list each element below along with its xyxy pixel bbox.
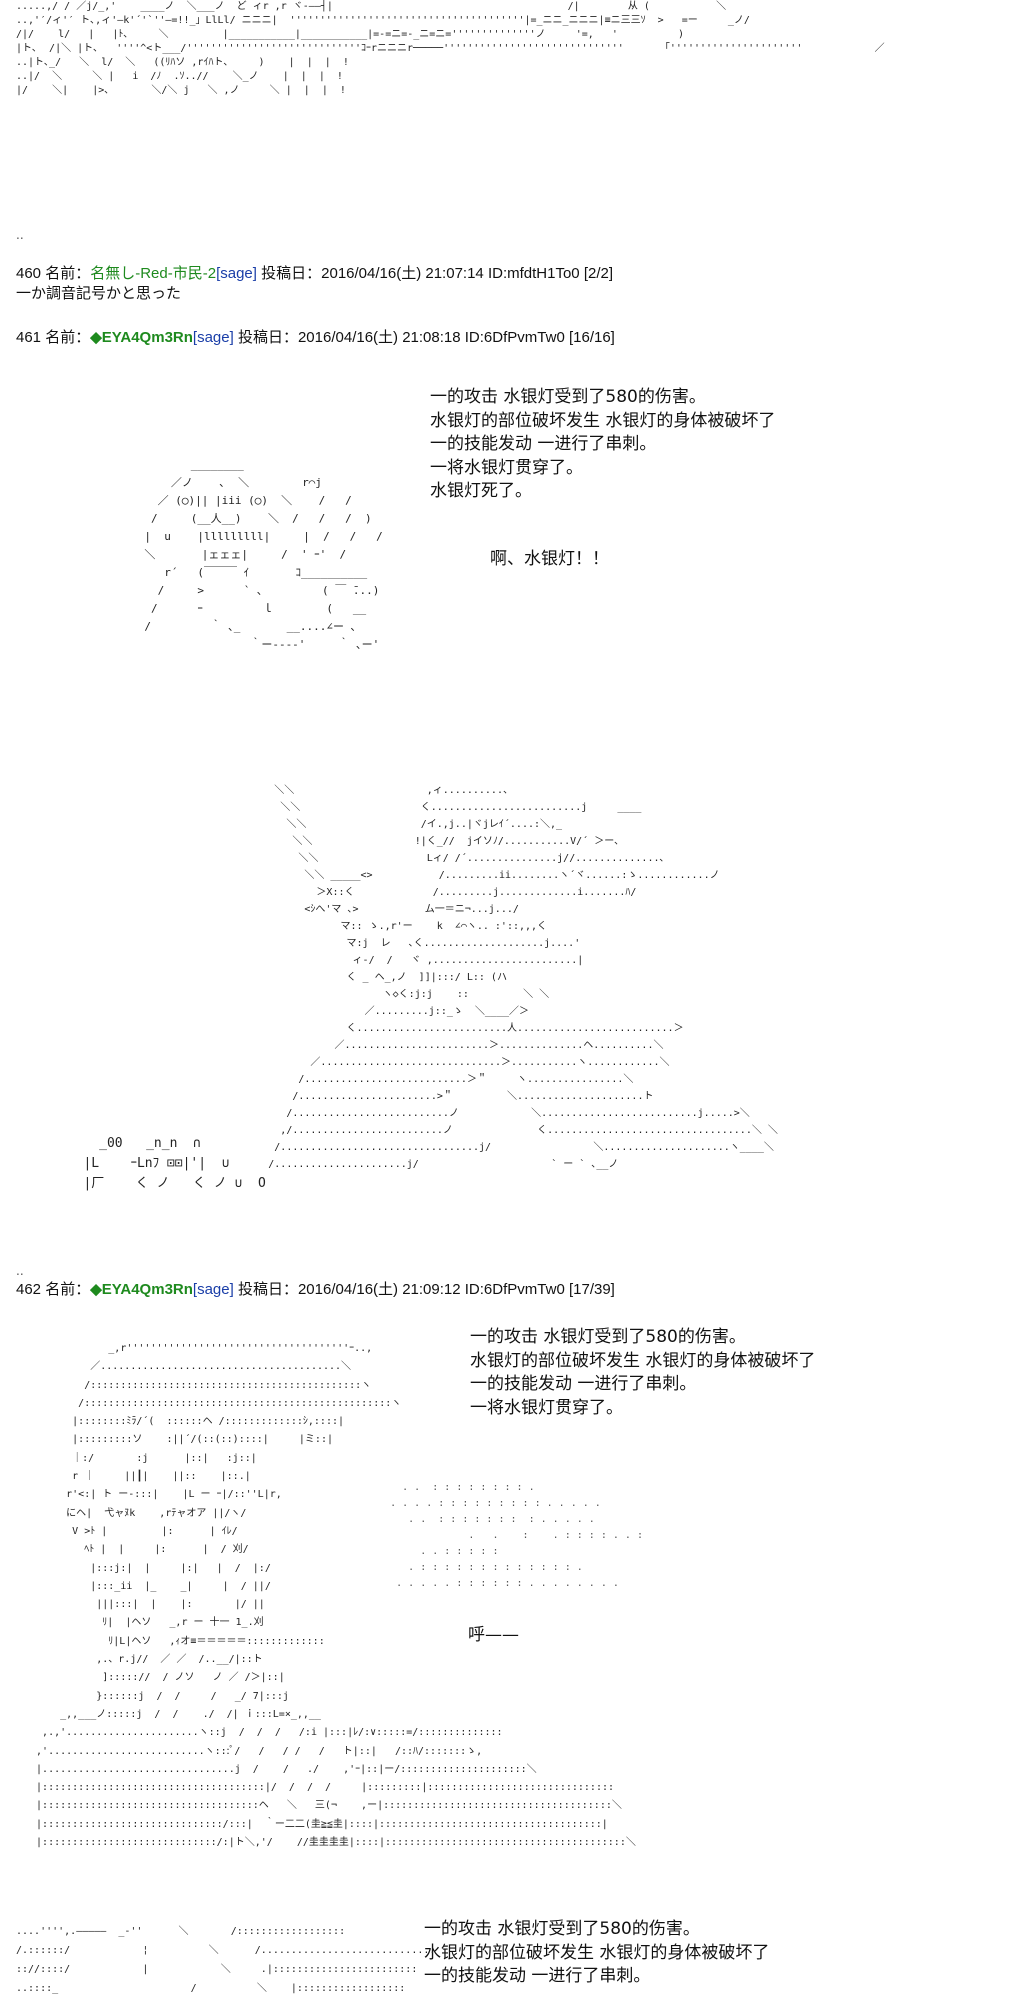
- poster-id: ID:6DfPvmTw0: [464, 329, 565, 346]
- narration-line: 一的攻击 水银灯受到了580的伤害。: [470, 1327, 746, 1347]
- name-label: 名前：: [45, 265, 91, 282]
- poster-id: ID:6DfPvmTw0: [464, 1281, 565, 1298]
- narration-line: 一将水银灯贯穿了。: [470, 1397, 623, 1418]
- dust-dots-art: . . : : : : : : : : . . . . . : : : : : …: [390, 1482, 643, 1589]
- narration-line: 水银灯的部位破坏发生 水银灯的身体被破坏了: [470, 1350, 816, 1371]
- post-header-462: 462 名前：◆EYA4Qm3Rn[sage] 投稿日：2016/04/16(土…: [16, 1278, 615, 1299]
- narration-line: 一的技能发动 一进行了串刺。: [430, 434, 657, 454]
- mail-sage[interactable]: [sage]: [192, 329, 234, 346]
- date-label: 投稿日：: [237, 329, 298, 346]
- narration-line: 一的技能发动 一进行了串刺。: [470, 1374, 697, 1394]
- post-header-461: 461 名前：◆EYA4Qm3Rn[sage] 投稿日：2016/04/16(土…: [16, 326, 615, 347]
- poster-name[interactable]: 名無し-Red-市民-2: [90, 265, 217, 282]
- skull-ascii-art: ________ ／ノ ､ ＼ r⌒j ／ (◯)|| |iii (◯) ＼ /…: [144, 458, 383, 651]
- sfx-ascii-art: _00 _n_n ∩ |L ｰLnﾌ ⊡⊡|'| ∪ |厂 く ノ く ノ ∪ …: [83, 1136, 266, 1191]
- post-date: 2016/04/16(土) 21:08:18: [297, 329, 461, 346]
- post-date: 2016/04/16(土) 21:09:12: [297, 1281, 461, 1298]
- narration-line: 水银灯的部位破坏发生 水银灯的身体被破坏了: [424, 1942, 770, 1963]
- mail-sage[interactable]: [sage]: [192, 1281, 234, 1298]
- top-ascii-art: .....,/ / ／j/_,' ____ノ ＼___ノ ど ィr ,r ヾ‐―…: [16, 1, 885, 96]
- name-label: 名前：: [45, 1281, 91, 1298]
- name-label: 名前：: [45, 329, 91, 346]
- mail-sage[interactable]: [sage]: [216, 265, 257, 282]
- narration-line: 一将水银灯贯穿了。: [430, 457, 583, 478]
- post-header-460: 460 名前：名無し-Red-市民-2[sage] 投稿日：2016/04/16…: [16, 262, 613, 283]
- narration-line: 一的技能发动 一进行了串刺。: [424, 1966, 651, 1986]
- post-count: [2/2]: [583, 265, 613, 282]
- date-label: 投稿日：: [261, 265, 322, 282]
- partial-ascii-art: ....'''',.――――― _-'' ＼ /::::::::::::::::…: [16, 1926, 436, 1994]
- post-number: 461: [16, 329, 42, 346]
- narration-463: 一的攻击 水银灯受到了580的伤害。水银灯的部位破坏发生 水银灯的身体被破坏了一…: [424, 1918, 769, 1989]
- poster-trip[interactable]: ◆EYA4Qm3Rn: [90, 329, 193, 346]
- post-number: 460: [16, 265, 42, 282]
- narration-line: 水银灯死了。: [430, 481, 532, 501]
- post-body-460: 一か調音記号かと思った: [16, 285, 182, 302]
- post-count: [16/16]: [568, 329, 615, 346]
- poster-id: ID:mfdtH1To0: [487, 265, 580, 282]
- narration-462: 一的攻击 水银灯受到了580的伤害。水银灯的部位破坏发生 水银灯的身体被破坏了一…: [470, 1326, 815, 1420]
- narration-461: 一的攻击 水银灯受到了580的伤害。水银灯的部位破坏发生 水银灯的身体被破坏了一…: [430, 386, 775, 504]
- narration-line: 水银灯的部位破坏发生 水银灯的身体被破坏了: [430, 410, 776, 431]
- spear-ascii-art: ＼＼ ,ィ..........、 ＼＼ く...................…: [268, 785, 778, 1170]
- knight-ascii-art: _,r'''''''''''''''''''''''''''''''''''''…: [36, 1343, 636, 1849]
- shout-462: 呼——: [468, 1625, 519, 1645]
- poster-trip[interactable]: ◆EYA4Qm3Rn: [90, 1281, 193, 1298]
- post-count: [17/39]: [568, 1281, 615, 1298]
- shout-461: 啊、水银灯！！: [490, 549, 609, 569]
- separator-dots: ..: [16, 228, 24, 242]
- post-number: 462: [16, 1281, 42, 1298]
- post-date: 2016/04/16(土) 21:07:14: [321, 265, 484, 282]
- narration-line: 一的攻击 水银灯受到了580的伤害。: [430, 387, 706, 407]
- separator-dots: ..: [16, 1264, 24, 1278]
- date-label: 投稿日：: [237, 1281, 298, 1298]
- narration-line: 一的攻击 水银灯受到了580的伤害。: [424, 1919, 700, 1939]
